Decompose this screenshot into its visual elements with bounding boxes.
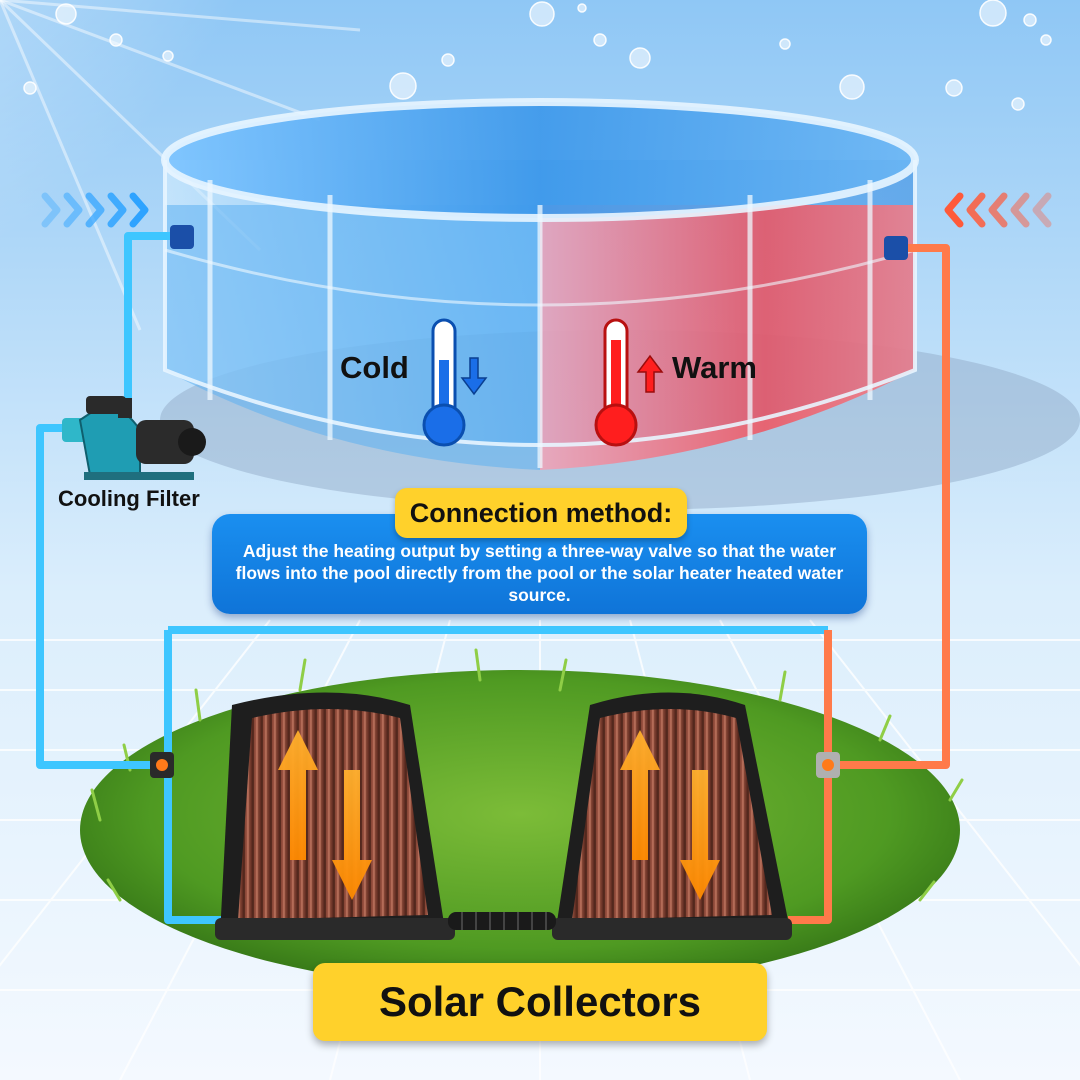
cooling-filter-label: Cooling Filter (58, 486, 200, 511)
connection-method-box: Adjust the heating output by setting a t… (212, 514, 867, 614)
bubbles (23, 0, 1052, 111)
three-way-valve-right (816, 752, 840, 778)
solar-collector-right (552, 692, 792, 940)
solar-collectors-label: Solar Collectors (378, 978, 702, 1025)
warm-flow-chevrons (944, 192, 1052, 228)
cold-flow-chevrons (41, 192, 149, 228)
pool-inlet-fittings (170, 225, 908, 260)
solar-collectors-banner: Solar Collectors (313, 963, 767, 1041)
pool-surface (165, 102, 915, 218)
cold-label: Cold (340, 350, 409, 385)
three-way-valve-left (150, 752, 174, 778)
connection-method-title: Connection method: (409, 497, 673, 528)
warm-thermometer-icon (594, 318, 664, 447)
warm-pipes (788, 244, 950, 924)
solar-collector-left (215, 692, 455, 940)
warm-label: Warm (672, 350, 757, 385)
connection-method-description: Adjust the heating output by setting a t… (235, 541, 844, 605)
pump-icon (62, 396, 206, 480)
cold-thermometer-icon (422, 318, 488, 447)
panel-connector-hose (448, 912, 556, 930)
pool (161, 98, 919, 470)
connection-method-title-box: Connection method: (395, 488, 687, 538)
